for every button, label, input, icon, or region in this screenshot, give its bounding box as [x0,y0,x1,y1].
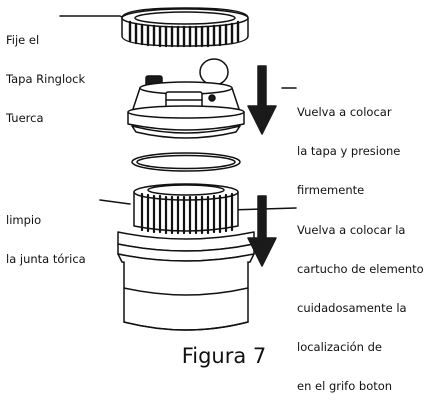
arrow-down-icon [247,195,277,267]
oring-leader-line [99,199,131,205]
ringlock-nut [121,7,249,48]
figure-caption: Figura 7 [181,344,267,368]
arrow-down-icon [247,65,277,135]
oring [131,152,241,172]
cap-assembly [127,58,245,139]
exploded-assembly-diagram [59,7,297,331]
ringlock-leader-line [59,15,129,21]
cap-instruction-label: Vuelva a colocar la tapa y presione firm… [297,105,401,197]
cartridge-element [117,183,255,331]
oring-label: limpio la junta tórica [6,213,86,266]
ringlock-nut-label: Fije el Tapa Ringlock Tuerca [6,33,86,125]
